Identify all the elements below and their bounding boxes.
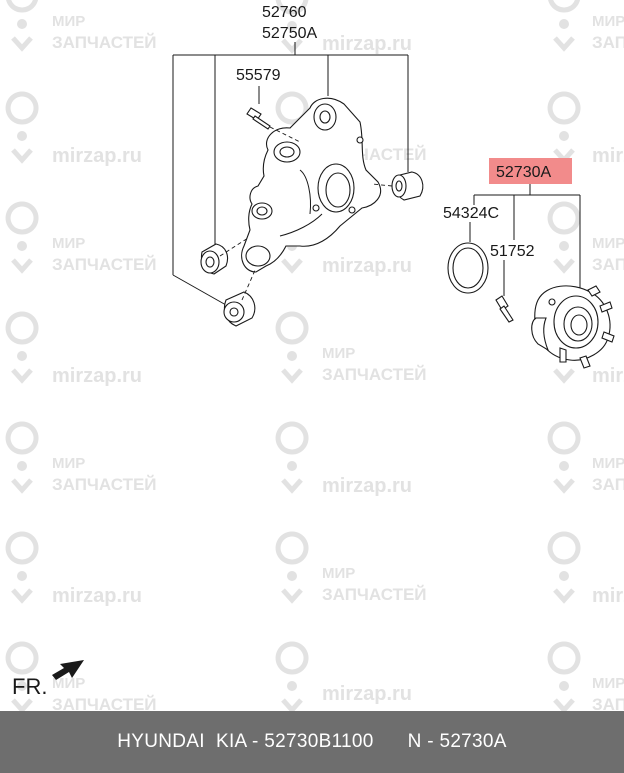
bolt-55579-icon — [246, 107, 301, 143]
watermark-pin-icon — [278, 314, 306, 380]
watermark-pin-icon — [550, 94, 578, 160]
watermark-line2: ЗАПЧАСТЕЙ — [592, 475, 624, 494]
watermark-pin-icon — [8, 424, 36, 490]
part-label-51752: 51752 — [490, 243, 535, 260]
watermark-line2: ЗАПЧАСТЕЙ — [52, 695, 157, 714]
watermark-pin-icon — [8, 0, 36, 48]
footer-bar: HYUNDAI KIA - 52730B1100 N - 52730A — [0, 711, 624, 773]
watermark-domain: mirzap.ru — [322, 255, 412, 277]
part-label-52730A: 52730A — [496, 164, 551, 181]
footer-part-number: HYUNDAI KIA - 52730B1100 — [117, 731, 374, 752]
hub-bearing-icon — [531, 285, 615, 369]
watermark-line2: ЗАПЧАСТЕЙ — [52, 33, 157, 52]
watermark-line2: ЗАПЧАСТЕЙ — [592, 33, 624, 52]
leader-lines-knuckle — [172, 42, 409, 306]
watermark-line1: МИР — [592, 675, 624, 692]
watermark-pin-icon — [8, 314, 36, 380]
part-label-52760: 52760 — [262, 4, 307, 21]
watermark-line2: ЗАПЧАСТЕЙ — [592, 255, 624, 274]
watermark-domain: mirzap.ru — [52, 365, 142, 387]
watermark-line2: ЗАПЧАСТЕЙ — [52, 475, 157, 494]
watermark-pin-icon — [278, 424, 306, 490]
bushing-lower-icon — [223, 267, 257, 327]
watermark-line2: ЗАПЧАСТЕЙ — [52, 255, 157, 274]
bushing-right-icon — [371, 171, 424, 201]
watermark-pin-icon — [8, 534, 36, 600]
watermark-pin-icon — [278, 534, 306, 600]
watermark-domain: mirzap.ru — [592, 585, 624, 607]
watermark-pin-icon — [550, 0, 578, 48]
watermark-line1: МИР — [52, 455, 85, 472]
highlight-box-52730A — [489, 158, 572, 184]
watermark-domain: mirzap.ru — [52, 145, 142, 167]
watermark-line2: ЗАПЧАСТЕЙ — [322, 365, 427, 384]
watermark-domain: mirzap.ru — [322, 475, 412, 497]
part-label-52750A: 52750A — [262, 25, 317, 42]
leader-lines-hub — [469, 184, 581, 296]
watermark-line1: МИР — [592, 235, 624, 252]
watermark-pin-icon — [550, 204, 578, 270]
watermark-line1: МИР — [52, 13, 85, 30]
watermark-line1: МИР — [322, 345, 355, 362]
watermark-line1: МИР — [592, 455, 624, 472]
bolt-51752-icon — [495, 295, 514, 323]
part-label-55579: 55579 — [236, 67, 281, 84]
watermark-domain: mirzap.ru — [592, 365, 624, 387]
watermark-group-b: mirzap.ru mirzap.ru mirzap.ru mirzap.ru … — [8, 0, 624, 710]
watermark-pin-icon — [8, 94, 36, 160]
watermark-domain: mirzap.ru — [52, 585, 142, 607]
watermark-pin-icon — [8, 204, 36, 270]
watermark-line2: ЗАПЧАСТЕЙ — [592, 695, 624, 714]
direction-label: FR. — [12, 674, 47, 699]
bushing-left-icon — [200, 237, 249, 275]
footer-ref-number: N - 52730A — [407, 731, 507, 752]
watermark-domain: mirzap.ru — [322, 683, 412, 705]
watermark-domain: mirzap.ru — [322, 33, 412, 55]
watermark-line1: МИР — [322, 565, 355, 582]
o-ring-icon — [447, 242, 489, 294]
watermark-group-a: МИР ЗАПЧАСТЕЙ МИР ЗАПЧАСТЕЙ МИР ЗАПЧАСТЕ… — [8, 0, 624, 714]
watermark-pin-icon — [278, 644, 306, 710]
watermark-domain: mirzap.ru — [592, 145, 624, 167]
watermark-line2: ЗАПЧАСТЕЙ — [322, 585, 427, 604]
watermark-pin-icon — [550, 534, 578, 600]
watermark-line1: МИР — [592, 13, 624, 30]
part-label-54324C: 54324C — [443, 205, 499, 222]
front-arrow-icon — [52, 660, 84, 680]
watermark-pin-icon — [550, 424, 578, 490]
watermark-line1: МИР — [52, 235, 85, 252]
watermark-line1: МИР — [52, 675, 85, 692]
watermark-pin-icon — [550, 644, 578, 710]
knuckle-icon — [241, 97, 382, 273]
